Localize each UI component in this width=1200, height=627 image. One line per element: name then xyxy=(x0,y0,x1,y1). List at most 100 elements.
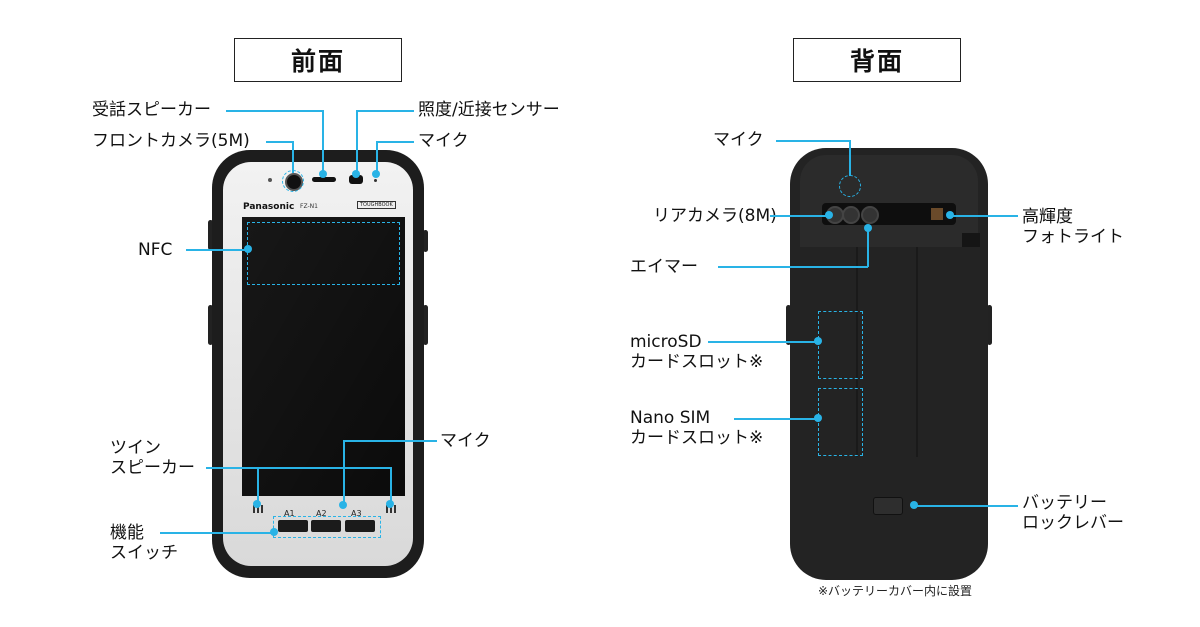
label-microsd-line2: カードスロット※ xyxy=(630,352,764,372)
label-aimer: エイマー xyxy=(630,257,698,277)
label-func-line1: 機能 xyxy=(110,523,144,543)
dot-lock xyxy=(910,501,918,509)
leader-nfc xyxy=(186,249,248,251)
back-side-key-right xyxy=(987,305,992,345)
sim-slot-area xyxy=(818,388,863,456)
speaker-left-slit xyxy=(253,505,255,513)
dot-func xyxy=(270,528,278,536)
rear-camera-lens-2 xyxy=(842,206,860,224)
circle-back-mic xyxy=(839,175,861,197)
function-switch-area xyxy=(273,516,381,538)
leader-front-camera-v xyxy=(292,141,294,173)
nfc-area xyxy=(247,222,400,285)
leader-rear-camera xyxy=(770,215,828,217)
front-title: 前面 xyxy=(234,38,402,82)
strap-clip xyxy=(962,233,980,247)
leader-light-sensor-h xyxy=(356,110,414,112)
dot-rear-camera xyxy=(825,211,833,219)
leader-photo-light xyxy=(950,215,1018,217)
side-key-right-2 xyxy=(423,305,428,345)
leader-twin-left-v xyxy=(257,467,259,503)
leader-front-camera-h xyxy=(266,141,293,143)
label-rear-camera: リアカメラ(8M) xyxy=(653,206,777,226)
dot-twin-left xyxy=(253,500,261,508)
label-sim-line1: Nano SIM xyxy=(630,408,711,428)
leader-earpiece-v xyxy=(322,110,324,172)
battery-rail-right xyxy=(916,247,918,457)
leader-light-sensor-v xyxy=(356,110,358,172)
dot-earpiece xyxy=(319,170,327,178)
leader-back-mic-v xyxy=(849,140,851,176)
button-label-a2: A2 xyxy=(316,509,327,518)
back-title: 背面 xyxy=(793,38,961,82)
front-led xyxy=(268,178,272,182)
speaker-right-slit xyxy=(394,505,396,513)
speaker-right-slit xyxy=(386,505,388,513)
dot-twin-right xyxy=(386,500,394,508)
label-photo-line1: 高輝度 xyxy=(1022,207,1073,227)
label-twin-line1: ツイン xyxy=(110,438,161,458)
brand-logo: Panasonic xyxy=(243,202,295,212)
earpiece-grille xyxy=(312,177,336,182)
display-glare xyxy=(242,217,405,496)
footnote: ※バッテリーカバー内に設置 xyxy=(818,584,973,598)
dot-nfc xyxy=(244,245,252,253)
leader-aimer-v xyxy=(867,226,869,267)
label-sim-line2: カードスロット※ xyxy=(630,428,764,448)
label-func-line2: スイッチ xyxy=(110,543,178,563)
speaker-left-slit xyxy=(261,505,263,513)
back-top-section xyxy=(800,155,978,247)
function-button-a2[interactable] xyxy=(311,520,341,532)
label-mic-top: マイク xyxy=(418,131,469,151)
button-label-a3: A3 xyxy=(351,509,362,518)
battery-rail-left xyxy=(856,247,858,457)
speaker-right-slit xyxy=(390,505,392,513)
back-side-key-left xyxy=(786,305,791,345)
leader-mic-top-h xyxy=(377,141,414,143)
function-button-a3[interactable] xyxy=(345,520,375,532)
display xyxy=(242,217,405,496)
toughbook-logo: TOUGHBOOK xyxy=(357,201,396,209)
leader-sim xyxy=(734,418,818,420)
leader-back-mic-h xyxy=(776,140,850,142)
leader-twin-right-v xyxy=(390,467,392,503)
light-sensor xyxy=(349,175,363,184)
dot-photo-light xyxy=(946,211,954,219)
dot-mic-top xyxy=(372,170,380,178)
leader-microsd xyxy=(708,341,818,343)
leader-lock xyxy=(914,505,1018,507)
leader-mic-bottom-h xyxy=(343,440,437,442)
function-button-a1[interactable] xyxy=(278,520,308,532)
label-earpiece: 受話スピーカー xyxy=(92,100,211,120)
label-light-sensor: 照度/近接センサー xyxy=(418,100,560,120)
label-nfc: NFC xyxy=(138,240,173,260)
label-photo-line2: フォトライト xyxy=(1022,227,1124,247)
label-lock-line2: ロックレバー xyxy=(1022,513,1124,533)
speaker-left-slit xyxy=(257,505,259,513)
side-key-right-1 xyxy=(423,230,428,252)
label-front-camera: フロントカメラ(5M) xyxy=(92,131,250,151)
label-back-mic: マイク xyxy=(713,130,764,150)
microsd-slot-area xyxy=(818,311,863,379)
dot-light-sensor xyxy=(352,170,360,178)
label-lock-line1: バッテリー xyxy=(1022,493,1107,513)
label-twin-line2: スピーカー xyxy=(110,458,195,478)
dot-aimer xyxy=(864,224,872,232)
leader-mic-bottom-v xyxy=(343,440,345,504)
model-label: FZ-N1 xyxy=(300,203,318,210)
dot-mic-bottom xyxy=(339,501,347,509)
battery-lock-lever[interactable] xyxy=(873,497,903,515)
label-mic-bottom: マイク xyxy=(440,431,491,451)
leader-aimer-h xyxy=(718,266,868,268)
photo-light xyxy=(931,208,943,220)
top-mic-hole xyxy=(374,179,377,182)
leader-mic-top-v xyxy=(376,141,378,173)
leader-earpiece-h xyxy=(226,110,323,112)
side-key-left-1 xyxy=(208,220,213,250)
circle-front-camera xyxy=(282,170,304,192)
label-microsd-line1: microSD xyxy=(630,332,702,352)
side-key-left-2 xyxy=(208,305,213,345)
leader-twin-h xyxy=(206,467,392,469)
aimer-lens xyxy=(861,206,879,224)
button-label-a1: A1 xyxy=(284,509,295,518)
